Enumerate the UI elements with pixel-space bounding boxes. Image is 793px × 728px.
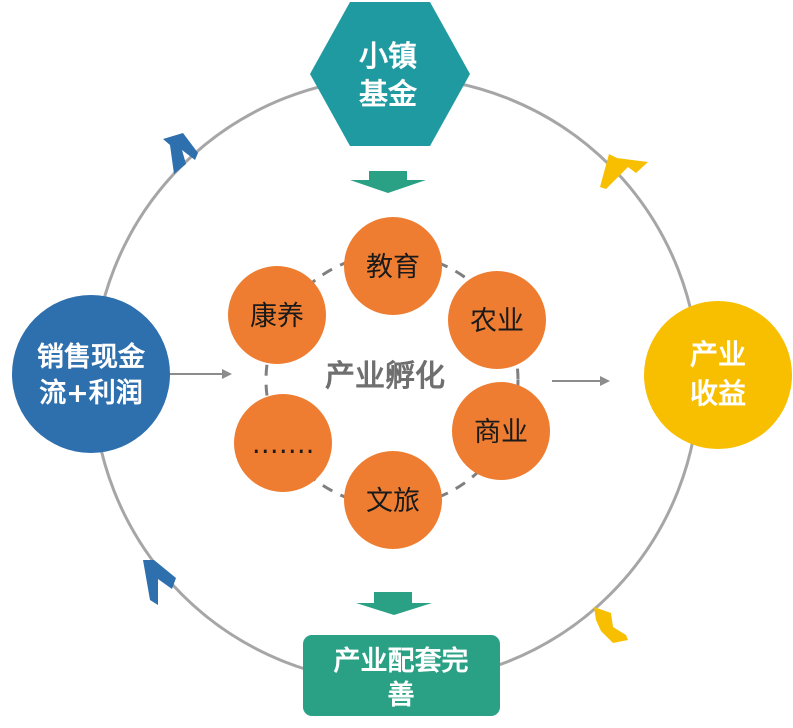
- petal-agriculture: 农业: [448, 271, 546, 369]
- bottom-node-line2: 善: [388, 679, 415, 711]
- top-node-line2: 基金: [359, 77, 418, 111]
- inner-dashed-ring: [264, 252, 520, 508]
- petal-health: 康养: [228, 266, 326, 364]
- petal-label: 教育: [366, 252, 420, 283]
- petal-label: 商业: [474, 417, 528, 448]
- right-node-line2: 收益: [690, 377, 746, 410]
- left-node-line1: 销售现金: [37, 341, 146, 373]
- petal-more: …….: [234, 394, 332, 492]
- right-node-revenue: 产业 收益: [644, 301, 792, 449]
- petal-education: 教育: [344, 217, 442, 315]
- chevron-up-left-icon: [163, 133, 198, 174]
- right-arrow-icon-left: [165, 369, 232, 379]
- center-label: 产业孵化: [325, 359, 445, 394]
- left-node-cashflow: 销售现金 流+利润: [12, 295, 170, 453]
- bottom-node-line1: 产业配套完: [334, 645, 469, 677]
- petal-label: …….: [252, 429, 315, 460]
- top-node-fund: 小镇 基金: [310, 2, 470, 146]
- bottom-node-industry: 产业配套完 善: [303, 635, 500, 716]
- petal-label: 康养: [250, 301, 304, 332]
- petal-label: 农业: [470, 306, 524, 337]
- petal-label: 文旅: [366, 486, 420, 517]
- petal-culture-tourism: 文旅: [344, 451, 442, 549]
- chevron-down-left-icon: [594, 607, 628, 643]
- chevron-down-right-icon: [600, 154, 648, 189]
- right-node-line1: 产业: [690, 338, 746, 371]
- right-arrow-icon-right: [552, 376, 610, 386]
- top-node-line1: 小镇: [359, 39, 417, 73]
- petal-commerce: 商业: [452, 382, 550, 480]
- left-node-line2: 流+利润: [39, 377, 143, 409]
- down-arrow-icon-top: [350, 171, 426, 193]
- chevron-up-left-icon-lower: [143, 560, 176, 605]
- down-arrow-icon-bottom: [356, 592, 432, 615]
